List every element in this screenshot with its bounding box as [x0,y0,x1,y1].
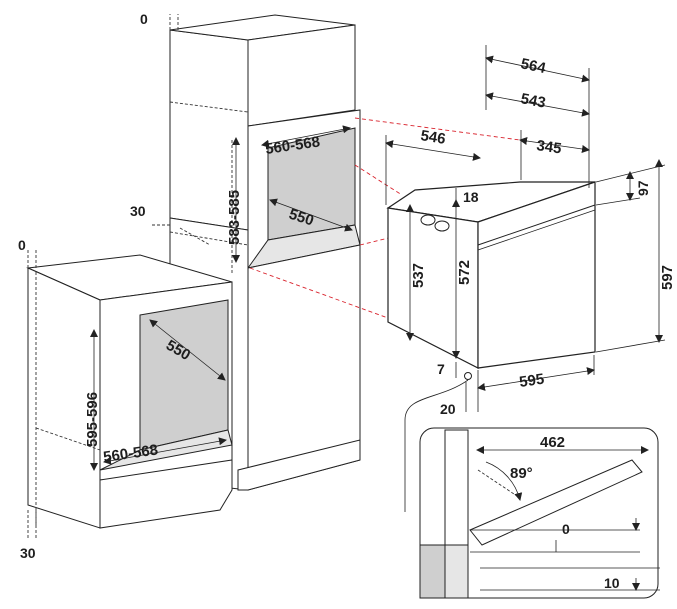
label-oven-rear-depth: 345 [535,137,562,157]
label-detail-door-depth: 462 [540,434,565,451]
label-oven-top-gap: 18 [463,189,479,205]
label-oven-bottom-gap: 7 [437,361,445,377]
detail-cabinet-edge [444,429,469,546]
label-oven-body-depth: 543 [519,90,547,111]
detail-support [419,544,446,599]
label-oven-top-band: 97 [635,180,651,196]
oven-vent-left [420,214,436,226]
detail-leader [404,379,469,512]
label-oven-panel-offset: 20 [440,401,456,417]
label-oven-side-depth: 546 [419,127,446,148]
oven-dimensions [385,45,666,412]
label-tall-top-offset: 0 [140,11,148,27]
label-tall-opening-height: 583-585 [226,190,243,245]
label-oven-front-height: 572 [456,260,473,285]
oven-side [387,207,479,369]
oven-detail-marker [464,372,472,380]
label-detail-offset-10: 10 [604,575,620,591]
label-base-bottom-offset: 30 [20,545,36,561]
label-oven-width: 595 [518,371,545,391]
oven-vent-right [434,220,450,232]
oven-front [477,181,596,369]
label-tall-opening-depth: 550 [287,206,316,230]
label-oven-body-height: 537 [410,263,427,288]
cabinet-dimensions [90,125,353,471]
tall-cabinet-top-front [247,24,356,127]
base-cabinet [26,250,233,540]
label-tall-side-offset: 30 [130,203,146,219]
detail-floor-block [444,544,469,599]
tall-cabinet-plinth [237,439,361,491]
dimension-labels: 0 30 560-568 583-585 550 0 550 595-596 5… [18,11,676,591]
label-base-opening-height: 595-596 [84,392,101,447]
label-base-top-offset: 0 [18,237,26,253]
door-detail [404,379,660,599]
label-oven-total-height: 597 [659,265,676,290]
label-detail-angle: 89° [510,465,533,482]
label-oven-total-depth: 564 [519,55,548,77]
label-detail-offset-0: 0 [562,521,570,537]
detail-door [469,459,643,546]
